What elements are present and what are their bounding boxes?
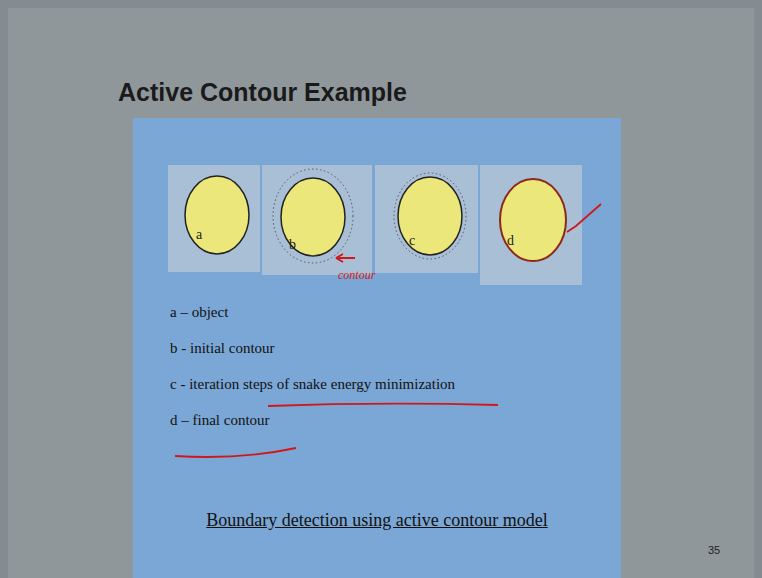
- circle-outline: [397, 176, 463, 256]
- figure-letter: d: [507, 233, 514, 249]
- caption: Boundary detection using active contour …: [206, 510, 547, 531]
- initial-contour: [273, 169, 353, 263]
- image-tile: [168, 165, 260, 272]
- legend-text: b - initial contour: [170, 340, 275, 357]
- object-circle: d: [499, 178, 567, 262]
- legend-text: c - iteration steps of snake energy mini…: [170, 376, 455, 393]
- object-circle: b: [280, 177, 346, 257]
- annotation-underline: [175, 448, 296, 457]
- image-tile: [375, 165, 478, 273]
- iteration-contour: [394, 173, 466, 259]
- handwritten-note: contour: [338, 268, 375, 283]
- image-tile: [480, 165, 582, 285]
- circle-outline: [184, 175, 250, 255]
- figure-letter: c: [409, 233, 415, 249]
- legend-text: d – final contour: [170, 412, 270, 429]
- slide-title: Active Contour Example: [118, 78, 407, 107]
- circle-outline: [499, 178, 567, 262]
- object-circle: c: [397, 176, 463, 256]
- annotation-underline: [268, 404, 498, 406]
- legend-text: a – object: [170, 304, 228, 321]
- image-tile: [262, 165, 372, 275]
- figure-letter: b: [289, 237, 296, 253]
- figure-letter: a: [196, 227, 202, 243]
- check-mark: [567, 204, 601, 232]
- page-number: 35: [708, 544, 720, 556]
- annotation-arrow: [336, 254, 355, 262]
- object-circle: a: [184, 175, 250, 255]
